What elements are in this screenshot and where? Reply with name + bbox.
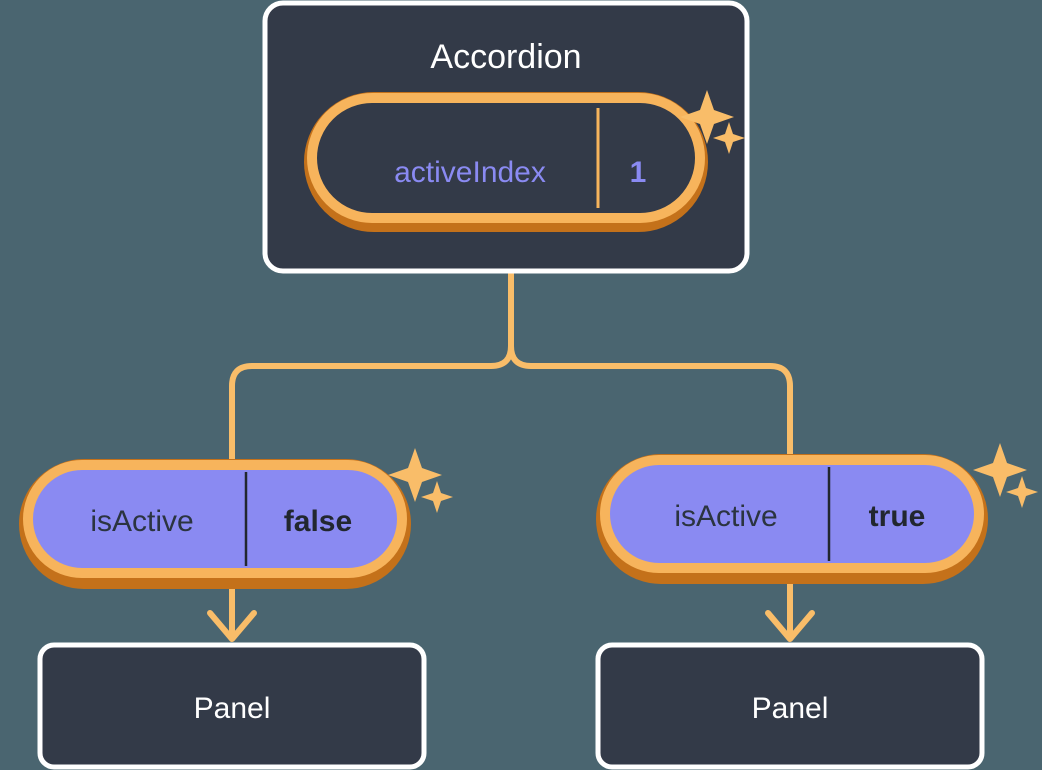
pill-ring-inner: [307, 93, 705, 223]
state-pill-isactive-left[interactable]: isActive false: [19, 459, 411, 589]
node-accordion[interactable]: Accordion activeIndex 1: [262, 0, 750, 274]
sparkle-small-icon: [713, 122, 745, 154]
pill-key-label: isActive: [674, 500, 777, 533]
sparkle-icon-right-pill: [973, 443, 1038, 508]
arrow-head-right: [765, 610, 815, 642]
pill-value-label: 1: [630, 156, 647, 189]
sparkle-small-icon: [1006, 476, 1038, 508]
sparkle-large-icon: [973, 443, 1027, 497]
pill-ring-inner: [23, 460, 407, 578]
sparkle-icon-left-pill: [388, 448, 453, 513]
pill-ring-inner: [600, 455, 984, 573]
node-panel-left[interactable]: Panel: [37, 642, 427, 770]
arrow-head-left: [207, 610, 257, 642]
pill-key-label: activeIndex: [394, 156, 546, 189]
pill-key-label: isActive: [90, 505, 193, 538]
panel-label: Panel: [194, 692, 271, 725]
pill-value-label: false: [284, 505, 352, 538]
state-pill-activeindex[interactable]: activeIndex 1: [304, 92, 708, 232]
sparkle-large-icon: [388, 448, 442, 502]
sparkle-large-icon: [680, 90, 734, 144]
accordion-title: Accordion: [430, 38, 581, 76]
panel-label: Panel: [752, 692, 829, 725]
state-pill-isactive-right[interactable]: isActive true: [596, 454, 988, 584]
sparkle-small-icon: [421, 481, 453, 513]
sparkle-icon-accordion: [680, 90, 745, 154]
connector-accordion-to-right-pill: [508, 270, 793, 473]
pill-value-label: true: [869, 500, 926, 533]
panel-box[interactable]: [37, 642, 427, 770]
panel-box[interactable]: [595, 642, 985, 770]
node-panel-right[interactable]: Panel: [595, 642, 985, 770]
